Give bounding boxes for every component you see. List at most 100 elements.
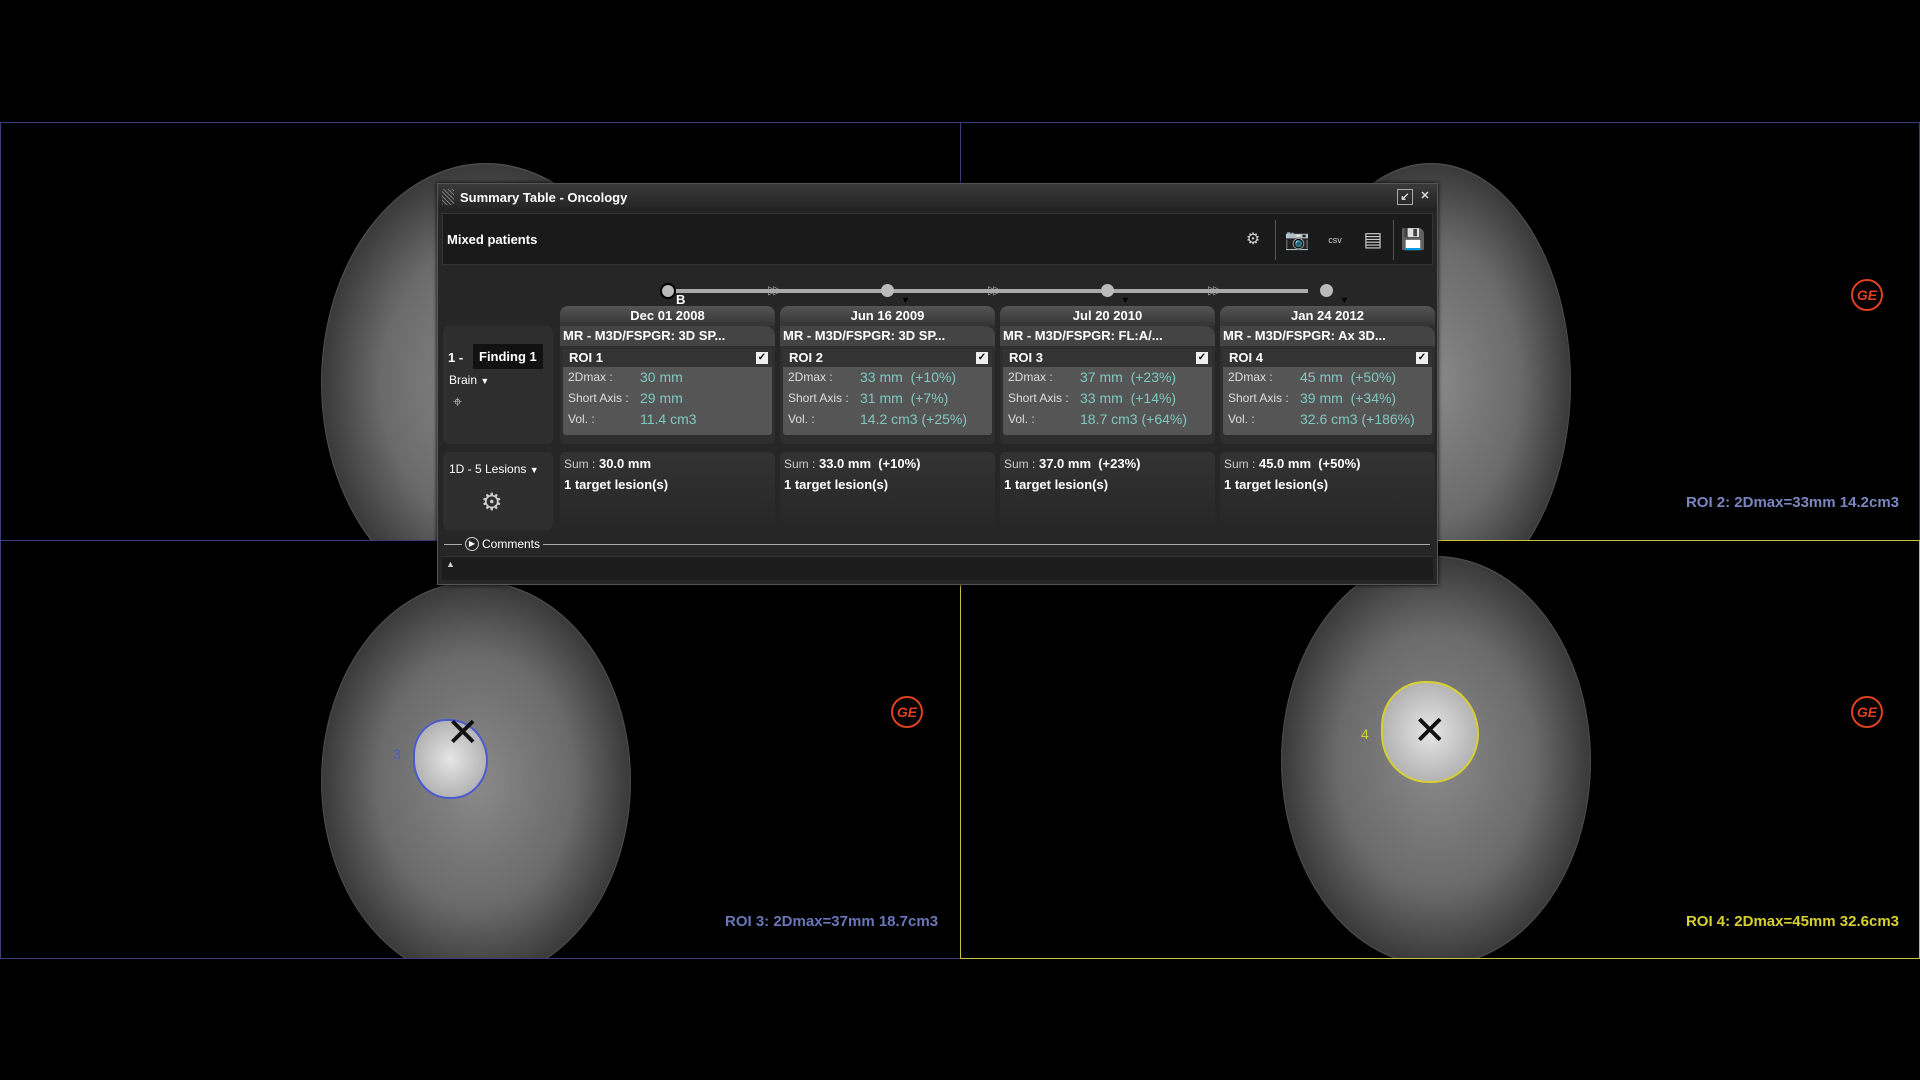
sum-value: 30.0 mm xyxy=(598,456,652,471)
label-volume: Vol. : xyxy=(1228,412,1255,426)
timeline-arrow-icon: ▷▷ xyxy=(768,283,783,297)
undock-button[interactable]: ↙ xyxy=(1397,189,1413,205)
dropdown-arrow-icon: ▼ xyxy=(480,376,490,386)
value-volume: 11.4 cm3 xyxy=(640,411,697,427)
exam-cell: MR - M3D/FSPGR: 3D SP... ROI 2✓ 2Dmax :3… xyxy=(780,326,995,444)
drag-grip-icon[interactable] xyxy=(442,189,454,205)
timeline-track xyxy=(668,289,1308,293)
divider xyxy=(543,543,1430,545)
roi-annotation: ROI 4: 2Dmax=45mm 32.6cm3 xyxy=(1685,913,1899,930)
date-header[interactable]: Jul 20 2010 xyxy=(1000,306,1215,326)
lesion-roi-3[interactable] xyxy=(413,719,488,799)
viewport-bottom-left[interactable]: ✕ 3 GE ROI 3: 2Dmax=37mm 18.7cm3 xyxy=(0,540,961,959)
exam-cell: MR - M3D/FSPGR: Ax 3D... ROI 4✓ 2Dmax :4… xyxy=(1220,326,1435,444)
roi-box[interactable]: ROI 1✓ 2Dmax :30 mm Short Axis :29 mm Vo… xyxy=(563,349,772,435)
finding-name[interactable]: Finding 1 xyxy=(473,344,543,369)
label-2dmax: 2Dmax : xyxy=(788,370,833,384)
comments-section[interactable]: ▶ Comments xyxy=(444,536,1430,552)
ge-logo: GE xyxy=(891,696,923,728)
roi-box[interactable]: ROI 3✓ 2Dmax :37 mm (+23%) Short Axis :3… xyxy=(1003,349,1212,435)
crosshair-marker[interactable]: ✕ xyxy=(1413,709,1447,753)
sum-label: Sum : xyxy=(1224,457,1256,471)
ge-logo: GE xyxy=(1851,696,1883,728)
close-button[interactable]: ✕ xyxy=(1420,190,1430,202)
lesion-roi-4[interactable] xyxy=(1381,681,1479,783)
criteria-dropdown[interactable]: 1D - 5 Lesions ▼ xyxy=(449,462,539,476)
summary-table-panel: Summary Table - Oncology ↙ ✕ Mixed patie… xyxy=(437,183,1438,585)
roi-box[interactable]: ROI 4✓ 2Dmax :45 mm (+50%) Short Axis :3… xyxy=(1223,349,1432,435)
sum-cell: Sum : 37.0 mm (+23%) 1 target lesion(s) xyxy=(1000,452,1215,530)
location-dropdown[interactable]: Brain ▼ xyxy=(449,373,489,387)
dropdown-arrow-icon[interactable]: ▼ xyxy=(1340,295,1349,305)
dropdown-arrow-icon[interactable]: ▼ xyxy=(1121,295,1130,305)
comments-label: Comments xyxy=(482,537,541,551)
value-2dmax: 45 mm (+50%) xyxy=(1300,369,1397,385)
viewport-bottom-right[interactable]: ✕ 4 GE ROI 4: 2Dmax=45mm 32.6cm3 xyxy=(960,540,1920,959)
roi-checkbox[interactable]: ✓ xyxy=(756,352,768,364)
roi-annotation: ROI 2: 2Dmax=33mm 14.2cm3 xyxy=(1685,494,1899,511)
divider xyxy=(444,543,462,545)
panel-titlebar[interactable]: Summary Table - Oncology ↙ ✕ xyxy=(438,184,1437,211)
value-short-axis: 31 mm (+7%) xyxy=(860,390,949,406)
value-volume: 18.7 cm3 (+64%) xyxy=(1080,411,1187,427)
label-volume: Vol. : xyxy=(1008,412,1035,426)
gears-icon[interactable]: ⚙ xyxy=(481,489,503,516)
label-short-axis: Short Axis : xyxy=(1228,391,1289,405)
export-csv-icon[interactable]: csv xyxy=(1328,235,1342,245)
roi-checkbox[interactable]: ✓ xyxy=(1196,352,1208,364)
roi-checkbox[interactable]: ✓ xyxy=(976,352,988,364)
exam-cell: MR - M3D/FSPGR: 3D SP... ROI 1✓ 2Dmax :3… xyxy=(560,326,775,444)
dropdown-arrow-icon[interactable]: ▼ xyxy=(901,295,910,305)
finding-number: 1 - xyxy=(448,350,464,365)
roi-checkbox[interactable]: ✓ xyxy=(1416,352,1428,364)
roi-box[interactable]: ROI 2✓ 2Dmax :33 mm (+10%) Short Axis :3… xyxy=(783,349,992,435)
timeline-arrow-icon: ▷▷ xyxy=(988,283,1003,297)
panel-title: Summary Table - Oncology xyxy=(460,190,628,205)
label-short-axis: Short Axis : xyxy=(788,391,849,405)
series-name[interactable]: MR - M3D/FSPGR: 3D SP... xyxy=(780,326,995,346)
date-header[interactable]: Dec 01 2008 xyxy=(560,306,775,326)
value-volume: 32.6 cm3 (+186%) xyxy=(1300,411,1415,427)
expand-comments-icon[interactable]: ▶ xyxy=(465,537,479,551)
timeline-point-baseline[interactable] xyxy=(660,283,676,299)
value-2dmax: 30 mm xyxy=(640,369,683,385)
target-lesions: 1 target lesion(s) xyxy=(1004,477,1109,492)
value-2dmax: 37 mm (+23%) xyxy=(1080,369,1177,385)
sum-label: Sum : xyxy=(784,457,816,471)
timeline: B ▷▷ ▼ ▷▷ ▼ ▷▷ ▼ xyxy=(438,268,1438,308)
label-volume: Vol. : xyxy=(568,412,595,426)
date-header[interactable]: Jun 16 2009 xyxy=(780,306,995,326)
camera-icon[interactable]: 📷 xyxy=(1284,229,1310,251)
locate-crosshair-icon[interactable]: ⌖ xyxy=(453,394,463,411)
settings-folder-icon[interactable]: ⚙ xyxy=(1245,231,1261,248)
timeline-point[interactable] xyxy=(1320,284,1333,297)
finding-cell: 1 - Finding 1 Brain ▼ ⌖ xyxy=(443,326,553,444)
criteria-label: 1D - 5 Lesions xyxy=(449,462,527,476)
timeline-point[interactable] xyxy=(881,284,894,297)
sum-value: 45.0 mm (+50%) xyxy=(1258,456,1361,471)
value-short-axis: 33 mm (+14%) xyxy=(1080,390,1177,406)
series-name[interactable]: MR - M3D/FSPGR: Ax 3D... xyxy=(1220,326,1435,346)
value-volume: 14.2 cm3 (+25%) xyxy=(860,411,967,427)
label-2dmax: 2Dmax : xyxy=(568,370,613,384)
label-short-axis: Short Axis : xyxy=(1008,391,1069,405)
timeline-point[interactable] xyxy=(1101,284,1114,297)
label-2dmax: 2Dmax : xyxy=(1008,370,1053,384)
patient-mode-label: Mixed patients xyxy=(447,231,538,247)
collapse-arrow-icon[interactable]: ▲ xyxy=(446,559,455,569)
date-header[interactable]: Jan 24 2012 xyxy=(1220,306,1435,326)
sum-label: Sum : xyxy=(564,457,596,471)
lesion-number: 3 xyxy=(393,746,401,762)
series-name[interactable]: MR - M3D/FSPGR: 3D SP... xyxy=(560,326,775,346)
toolbar-divider xyxy=(1393,220,1394,260)
report-icon[interactable]: ▤ xyxy=(1363,229,1383,251)
exam-cell: MR - M3D/FSPGR: FL:A/... ROI 3✓ 2Dmax :3… xyxy=(1000,326,1215,444)
label-volume: Vol. : xyxy=(788,412,815,426)
save-icon[interactable]: 💾 xyxy=(1400,229,1426,251)
target-lesions: 1 target lesion(s) xyxy=(564,477,669,492)
label-2dmax: 2Dmax : xyxy=(1228,370,1273,384)
baseline-marker: B xyxy=(676,292,686,307)
series-name[interactable]: MR - M3D/FSPGR: FL:A/... xyxy=(1000,326,1215,346)
crosshair-marker[interactable]: ✕ xyxy=(446,711,480,755)
lesion-number: 4 xyxy=(1361,726,1369,742)
